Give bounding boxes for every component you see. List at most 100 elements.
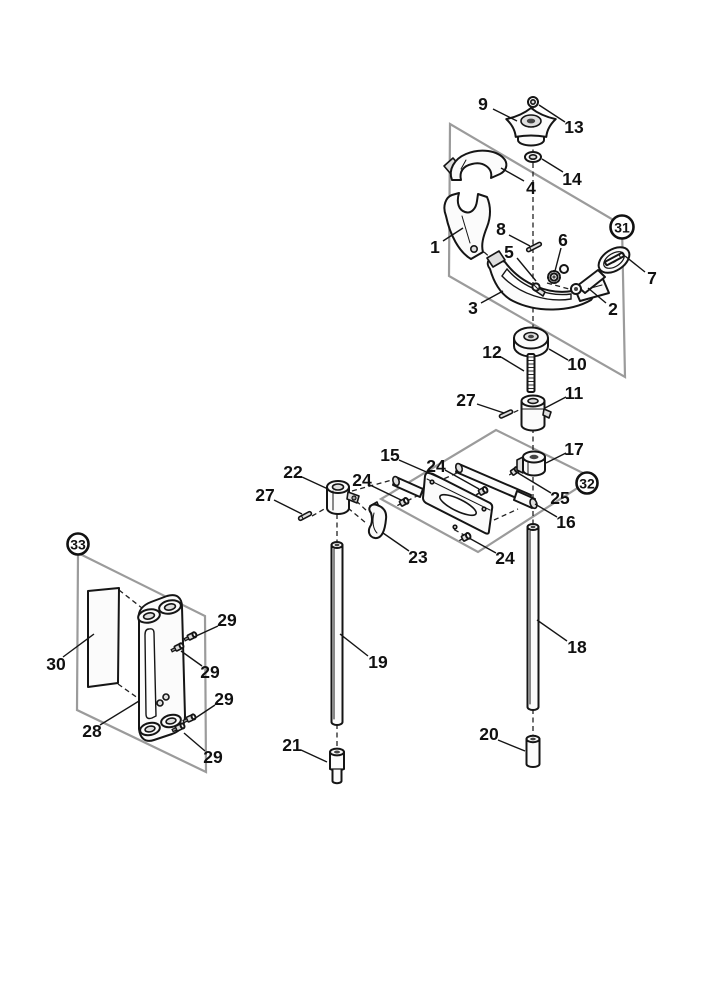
callout-label-2: 2 <box>608 299 618 319</box>
leader-line-17 <box>545 452 567 464</box>
leader-line-10 <box>548 348 569 361</box>
callout-label-17: 17 <box>564 439 583 459</box>
callout-label-28: 28 <box>82 721 102 741</box>
part-14-washer <box>524 151 542 163</box>
leader-line-11 <box>544 396 567 409</box>
part-28-mounting-bracket <box>137 594 186 742</box>
leader-line-23 <box>382 532 410 552</box>
leader-line-15 <box>398 459 448 482</box>
leader-line-3 <box>480 290 504 304</box>
part-18-lower-tube-right <box>526 523 540 711</box>
leader-line-29 <box>180 650 203 667</box>
part-17-tube-clamp <box>516 450 546 477</box>
leader-line-22 <box>301 476 329 490</box>
panel-group-33 <box>75 551 208 774</box>
callout-label-29: 29 <box>217 610 237 630</box>
part-12-threaded-stud <box>526 353 536 393</box>
dashed-guide-line <box>546 282 570 290</box>
callout-label-7: 7 <box>647 268 657 288</box>
callout-label-3: 3 <box>468 298 478 318</box>
part-24-screw <box>459 532 472 542</box>
callout-label-16: 16 <box>556 512 576 532</box>
part-13-nut <box>527 96 539 108</box>
leader-line-24 <box>369 484 402 501</box>
leader-line-7 <box>624 255 646 273</box>
leader-line-21 <box>300 749 328 763</box>
dashed-guide-line <box>406 491 426 502</box>
callout-label-29: 29 <box>200 662 220 682</box>
callout-label-1: 1 <box>430 237 440 257</box>
callout-label-9: 9 <box>478 94 488 114</box>
leader-line-28 <box>99 700 140 726</box>
callout-label-23: 23 <box>408 547 428 567</box>
part-8-pin <box>525 241 543 253</box>
callout-label-24: 24 <box>352 470 372 490</box>
callout-label-27: 27 <box>255 485 274 505</box>
callout-label-14: 14 <box>562 169 582 189</box>
leader-line-1 <box>442 227 464 242</box>
dashed-guide-line <box>118 589 143 609</box>
part-30-backing-plate <box>87 587 120 688</box>
part-19-lower-tube-left <box>330 541 344 726</box>
leader-line-30 <box>62 633 95 658</box>
part-24-screw <box>476 486 489 496</box>
callout-label-18: 18 <box>567 637 587 657</box>
dashed-guide-line <box>347 507 367 524</box>
panel-group-32 <box>378 428 596 554</box>
leader-line-16 <box>534 503 558 518</box>
leader-line-4 <box>500 167 525 182</box>
leader-line-12 <box>500 356 525 372</box>
leader-line-5 <box>516 257 537 282</box>
part-15-guard-plate <box>422 471 494 535</box>
callout-label-30: 30 <box>46 654 66 674</box>
callout-label-11: 11 <box>565 383 584 403</box>
leader-line-27 <box>273 499 303 515</box>
callout-label-24: 24 <box>426 456 446 476</box>
part-5-bolt <box>531 282 546 297</box>
callout-label-29: 29 <box>214 689 234 709</box>
leader-line-18 <box>536 619 568 642</box>
group-circle-label-32: 32 <box>579 476 595 492</box>
leader-line-24 <box>468 537 497 554</box>
part-27-pin <box>498 409 514 419</box>
part-11-pivot-cylinder <box>520 394 552 432</box>
callout-label-22: 22 <box>283 462 303 482</box>
callout-label-29: 29 <box>203 747 223 767</box>
part-29-screw <box>170 642 185 653</box>
dashed-guide-line <box>311 507 327 517</box>
callout-label-19: 19 <box>368 652 388 672</box>
dashed-guide-line <box>493 508 519 521</box>
part-4-upper-clamp <box>443 149 508 181</box>
leader-line-24 <box>444 469 480 490</box>
leader-line-14 <box>541 158 564 173</box>
part-16-roller-bar <box>392 462 538 510</box>
dashed-guide-line <box>117 683 143 702</box>
part-29-screw <box>182 713 197 724</box>
leader-line-9 <box>492 108 518 122</box>
callout-label-24: 24 <box>495 548 515 568</box>
part-7-pin <box>604 251 625 267</box>
part-23-cam-lever <box>367 501 388 540</box>
group-circle-32 <box>575 471 599 495</box>
leader-line-27 <box>476 403 505 414</box>
leader-line-13 <box>538 104 566 123</box>
callout-label-4: 4 <box>526 178 536 198</box>
group-circle-label-31: 31 <box>614 220 630 236</box>
callout-label-27: 27 <box>456 390 475 410</box>
part-2-lock-lever <box>559 246 631 295</box>
part-21-tube-end-cap-left <box>329 747 345 785</box>
callout-label-25: 25 <box>550 488 570 508</box>
callout-label-13: 13 <box>564 117 584 137</box>
group-circle-label-33: 33 <box>70 537 86 553</box>
leader-line-25 <box>517 472 552 494</box>
leader-line-29 <box>183 732 206 752</box>
part-3-quadrant-arm <box>486 250 610 311</box>
callout-label-21: 21 <box>282 735 302 755</box>
part-9-star-knob <box>505 107 557 147</box>
part-24-screw <box>397 497 410 507</box>
parts-layer <box>87 96 631 785</box>
leader-line-29 <box>193 704 216 720</box>
